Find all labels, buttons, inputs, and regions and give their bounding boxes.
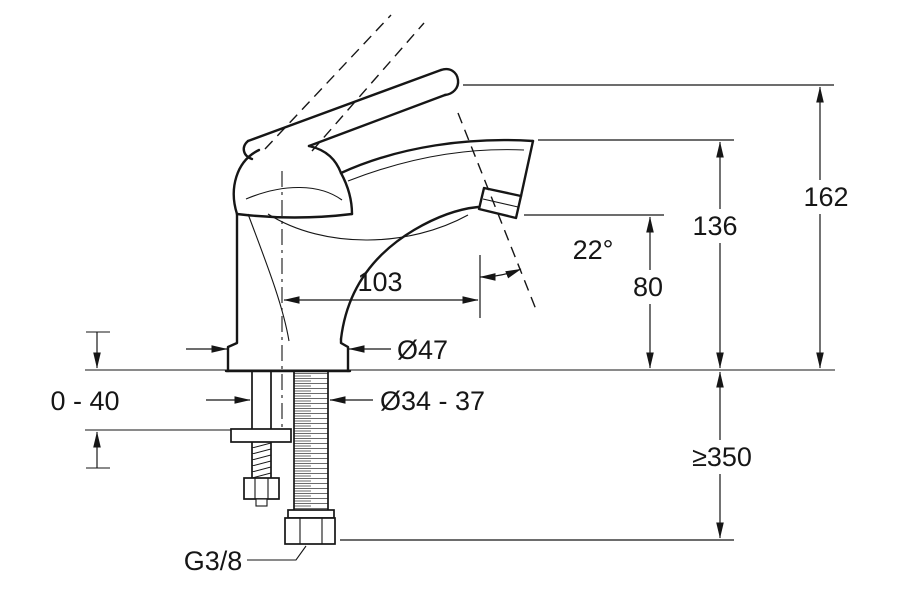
handle-left-cap [242,139,254,161]
dome-joint-line [235,212,354,219]
dome-left-edge [232,148,261,216]
handle-top-edge [246,68,443,143]
body-left-edge [226,212,239,373]
hose-length-dimension-label: ≥350 [692,442,752,472]
aerator-inner-line [482,198,519,208]
dome-inner-curve [245,186,343,201]
thread-size-label: G3/8 [184,546,243,576]
handle-bottom-edge [307,93,447,148]
handle-swivel-dashline [311,22,425,152]
body-right-edge [339,337,350,373]
thread-leader-line [247,545,307,561]
deck-thickness-label: 0 - 40 [50,386,119,416]
spout-top-inner-line [347,149,525,182]
hose-nut-facets [299,518,323,544]
hose-walls [293,372,329,510]
spout-height-dimension-label: 136 [692,211,737,241]
supply-hose [284,372,336,545]
shank-thread [252,442,271,478]
shank-tip [255,498,268,507]
mounting-shank [251,372,272,478]
handle-swivel-dashline [264,14,392,150]
deck-lines [85,369,835,431]
mounting-nut [243,477,280,500]
centerlines [264,14,538,440]
outlet-height-dimension-label: 80 [633,272,663,302]
body-inner-curve [247,213,290,342]
handle-base-curve [307,144,343,175]
dimension-labels: 162 136 80 ≥350 103 22° Ø47 Ø34 - 37 0 -… [50,182,848,576]
handle-lever [242,67,460,175]
spout-reach-dimension-label: 103 [357,267,402,297]
total-height-dimension-label: 162 [803,182,848,212]
hose-nut [284,517,336,545]
mounting-washer [230,428,292,443]
base-diameter-label: Ø47 [397,335,448,365]
mounting-nut-facets [254,478,269,499]
spout-inner-curve [267,213,469,241]
dim-arc-spout-angle [479,268,522,281]
handle-tip [439,67,460,97]
hose-nut-flange [287,509,335,519]
spout-top-edge [339,138,535,175]
aerator [477,186,523,220]
faucet-body [224,138,535,373]
mounting-hardware [230,372,292,507]
dome-right-edge [339,171,354,216]
spout-underside [339,205,480,341]
spout-end-face [519,139,535,198]
hole-diameter-label: Ø34 - 37 [380,386,485,416]
hose-braid [294,372,328,510]
extension-lines [86,84,834,561]
spout-angle-dimension-label: 22° [573,235,614,265]
label-masks [626,180,858,474]
